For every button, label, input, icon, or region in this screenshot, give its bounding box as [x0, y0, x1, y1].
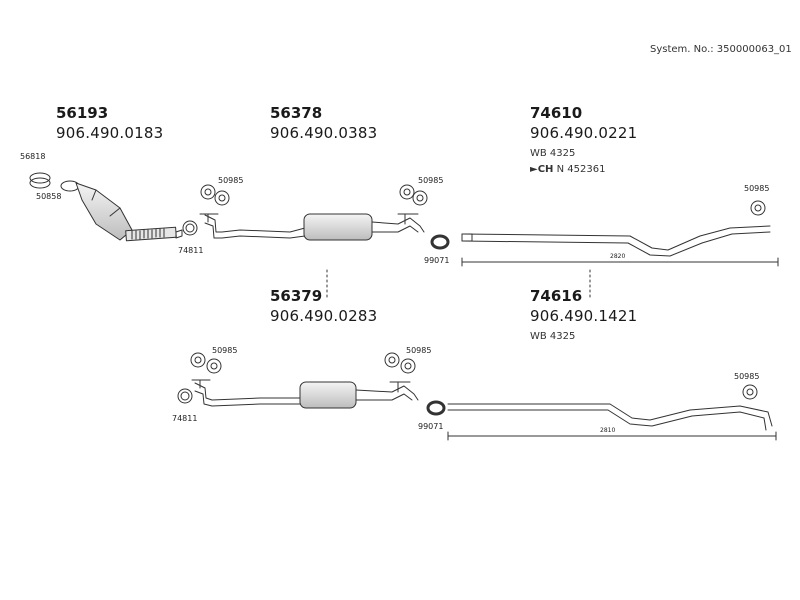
ref-74811-top: 74811 [178, 246, 204, 255]
ref-50985-bottom-rear: 50985 [734, 372, 760, 381]
middle-silencer-section-bottom [191, 379, 419, 409]
hanger-50985-bottom-rear [742, 384, 758, 400]
wb-number-74610: WB 4325 [530, 148, 576, 159]
ref-50985-top-left: 50985 [218, 176, 244, 185]
oe-number-74610: 906.490.0221 [530, 124, 638, 142]
ref-50858: 50858 [36, 192, 62, 201]
oe-number-74616: 906.490.1421 [530, 307, 638, 325]
ref-99071-bottom: 99071 [418, 422, 444, 431]
oe-number-56378: 906.490.0383 [270, 124, 378, 142]
dimension-line-top [461, 257, 779, 267]
ref-50985-top-rear: 50985 [744, 184, 770, 193]
ref-50985-bottom-left: 50985 [212, 346, 238, 355]
hanger-50985-bottom-right [384, 352, 416, 374]
wb-number-74616: WB 4325 [530, 331, 576, 342]
part-number-56379: 56379 [270, 287, 323, 305]
oe-number-56193: 906.490.0183 [56, 124, 164, 142]
hanger-50985-bottom-left [190, 352, 222, 374]
tailpipe-section-top [461, 225, 771, 257]
clamp-74811-bottom [177, 388, 193, 404]
clamp-99071-bottom [426, 400, 446, 416]
hanger-50985-top-right [399, 184, 428, 206]
hanger-50985-top-left [200, 184, 230, 206]
middle-silencer-section-top [199, 213, 425, 241]
ref-74811-bottom: 74811 [172, 414, 198, 423]
ref-99071-top: 99071 [424, 256, 450, 265]
clamp-99071-top [430, 234, 450, 250]
system-number: System. No.: 350000063_01 [650, 44, 792, 55]
part-number-74610: 74610 [530, 104, 583, 122]
dimension-2810: 2810 [600, 427, 616, 434]
dimension-2820: 2820 [610, 253, 626, 260]
oe-number-56379: 906.490.0283 [270, 307, 378, 325]
ref-56818: 56818 [20, 152, 46, 161]
ch-label: CH [537, 164, 554, 175]
clamp-74811-top [182, 220, 198, 236]
hanger-50985-top-rear [750, 200, 766, 216]
ch-approval: ►CH N 452361 [530, 164, 605, 175]
ch-number: N 452361 [556, 164, 606, 175]
part-number-56378: 56378 [270, 104, 323, 122]
dimension-line-bottom [447, 431, 777, 441]
part-number-74616: 74616 [530, 287, 583, 305]
tailpipe-section-bottom [447, 403, 773, 431]
part-number-56193: 56193 [56, 104, 109, 122]
ref-50985-bottom-right: 50985 [406, 346, 432, 355]
ref-50985-top-right: 50985 [418, 176, 444, 185]
catalytic-converter-section [29, 172, 183, 242]
ch-arrow-icon: ► [530, 164, 538, 175]
